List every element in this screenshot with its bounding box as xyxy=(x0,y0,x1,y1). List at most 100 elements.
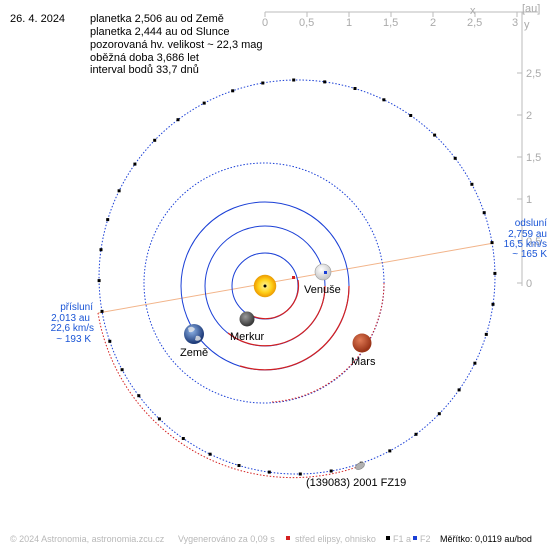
orbit-point xyxy=(157,417,161,421)
x-axis-label: x xyxy=(470,5,476,17)
legend-a-text: a xyxy=(406,534,411,544)
earth: Země xyxy=(180,324,208,359)
perihelion-title: přísluní xyxy=(60,302,93,313)
orbit-point xyxy=(181,437,185,440)
orbit-point xyxy=(267,470,271,474)
orbit-point xyxy=(133,162,137,166)
asteroid: (139083) 2001 FZ19 xyxy=(306,462,406,489)
perihelion-speed: 22,6 km/s xyxy=(51,323,94,334)
orbit-point xyxy=(292,78,296,82)
orbit-point xyxy=(437,412,441,416)
orbit-point xyxy=(491,302,495,306)
generation-time-text: Vygenerováno za 0,09 s xyxy=(178,534,275,544)
orbit-point xyxy=(99,248,103,252)
orbit-point xyxy=(100,309,104,313)
x-tick-label: 1 xyxy=(346,17,352,29)
perihelion-distance: 2,013 au xyxy=(51,313,90,324)
aphelion-info: odsluní 2,759 au 16,5 km/s ~ 165 K xyxy=(504,218,548,260)
y-tick-label: 2 xyxy=(526,110,532,122)
mars-orbit-segment xyxy=(271,282,385,403)
venus-icon xyxy=(314,263,332,281)
perihelion-info: přísluní 2,013 au 22,6 km/s ~ 193 K xyxy=(51,302,94,345)
orbits xyxy=(97,78,497,479)
perihelion-temperature: ~ 193 K xyxy=(56,334,91,345)
orbit-point xyxy=(409,114,413,117)
orbit-point xyxy=(433,133,437,137)
y-tick-label: 1 xyxy=(526,194,532,206)
footer: © 2024 Astronomia, astronomia.zcu.cz Vyg… xyxy=(10,534,532,544)
orbit-point xyxy=(323,80,327,84)
y-tick-label: 0,5 xyxy=(526,236,541,248)
info-block: planetka 2,506 au od Země planetka 2,444… xyxy=(90,13,263,76)
venus-label: Venuše xyxy=(304,284,341,296)
y-tick-label: 1,5 xyxy=(526,152,541,164)
info-line-distance-sun: planetka 2,444 au od Slunce xyxy=(90,26,229,38)
orbit-point xyxy=(388,449,392,453)
info-line-distance-earth: planetka 2,506 au od Země xyxy=(90,13,224,25)
venus-orbit-segment xyxy=(227,285,326,347)
venus: Venuše xyxy=(304,263,341,296)
mars-icon xyxy=(352,333,372,353)
orbit-point xyxy=(482,211,486,215)
aphelion-distance: 2,759 au xyxy=(508,229,547,240)
mercury-orbit-segment xyxy=(246,279,300,320)
orbit-point xyxy=(473,361,477,365)
sun-focus-marker xyxy=(263,284,267,288)
sun xyxy=(253,274,277,298)
orbit-point xyxy=(176,118,180,122)
legend-center-marker xyxy=(286,536,290,540)
orbit-point xyxy=(470,182,474,186)
legend-f1-marker xyxy=(386,536,390,540)
mars-label: Mars xyxy=(351,356,376,368)
info-line-period: oběžná doba 3,686 let xyxy=(90,52,199,64)
orbit-point xyxy=(202,101,206,105)
asteroid-orbit-points xyxy=(97,78,497,476)
info-line-magnitude: pozorovaná hv. velikost ~ 22,3 mag xyxy=(90,39,263,51)
axes: x [au] y 0 0,5 1 1,5 2 2,5 3 2,5 xyxy=(262,3,541,290)
ellipse-center-marker xyxy=(292,276,295,279)
aphelion-title: odsluní xyxy=(515,218,547,229)
orbit-point xyxy=(382,98,386,102)
orbit-point xyxy=(353,87,357,90)
orbit-point xyxy=(261,81,265,85)
aphelion-speed: 16,5 km/s xyxy=(504,239,547,250)
earth-label: Země xyxy=(180,347,208,359)
earth-continents xyxy=(188,326,201,341)
mercury-icon xyxy=(239,311,255,327)
orbit-point xyxy=(108,339,112,343)
asteroid-orbit-segment xyxy=(97,312,361,479)
asteroid-label: (139083) 2001 FZ19 xyxy=(306,477,406,489)
x-ticks: 0 0,5 1 1,5 2 2,5 3 xyxy=(262,12,518,29)
orbit-point xyxy=(329,469,333,473)
scale-text: Měřítko: 0,0119 au/bod xyxy=(440,534,532,544)
earth-icon xyxy=(184,324,204,344)
legend-f2-text: F2 xyxy=(420,534,431,544)
orbit-point xyxy=(231,89,235,93)
orbit-point xyxy=(120,368,124,372)
x-tick-label: 2,5 xyxy=(467,17,482,29)
date-label: 26. 4. 2024 xyxy=(10,13,65,25)
mercury-label: Merkur xyxy=(230,331,265,343)
legend-f1-text: F1 xyxy=(393,534,404,544)
mercury: Merkur xyxy=(230,311,265,343)
apsis-line xyxy=(97,242,495,314)
x-tick-label: 0,5 xyxy=(299,17,314,29)
axis-unit-label: [au] xyxy=(522,3,540,15)
asteroid-icon xyxy=(355,462,365,470)
orbit-point xyxy=(298,472,302,476)
orbit-point xyxy=(457,388,461,392)
x-tick-label: 1,5 xyxy=(383,17,398,29)
y-ticks: 2,5 2 1,5 1 0,5 0 xyxy=(517,68,541,290)
mars: Mars xyxy=(351,333,376,368)
orbit-point xyxy=(490,241,494,245)
orbit-point xyxy=(117,189,121,193)
orbit-point xyxy=(493,271,497,275)
orbit-point xyxy=(208,452,212,456)
info-line-interval: interval bodů 33,7 dnů xyxy=(90,64,199,76)
x-tick-label: 3 xyxy=(512,17,518,29)
orbit-point xyxy=(97,279,101,283)
legend-center-text: střed elipsy, ohnisko xyxy=(295,534,376,544)
copyright-text: © 2024 Astronomia, astronomia.zcu.cz xyxy=(10,534,165,544)
orbit-point xyxy=(106,218,110,222)
